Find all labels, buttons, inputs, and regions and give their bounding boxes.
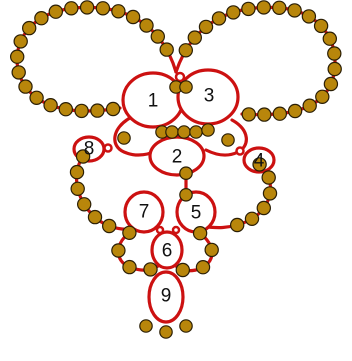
bead bbox=[257, 1, 270, 14]
bead bbox=[288, 4, 301, 17]
ring-1-label: 1 bbox=[148, 91, 159, 112]
bead bbox=[227, 6, 240, 19]
bead bbox=[19, 80, 32, 93]
bead bbox=[289, 104, 302, 117]
bead bbox=[205, 243, 218, 256]
bead bbox=[257, 201, 270, 214]
ring-3-label: 3 bbox=[204, 86, 215, 107]
bead bbox=[303, 99, 316, 112]
bead bbox=[324, 77, 337, 90]
bead bbox=[70, 166, 83, 179]
bead bbox=[44, 99, 57, 112]
bead bbox=[81, 1, 94, 14]
bead bbox=[11, 50, 24, 63]
bead bbox=[176, 263, 189, 276]
bead bbox=[179, 44, 192, 57]
bead bbox=[302, 10, 315, 23]
join-loop-mid-right bbox=[173, 227, 179, 233]
ring-2-label: 2 bbox=[172, 147, 183, 168]
bead bbox=[273, 107, 286, 120]
bead bbox=[118, 132, 130, 144]
bead bbox=[140, 19, 153, 32]
bead bbox=[180, 320, 192, 332]
bead bbox=[262, 171, 275, 184]
bead bbox=[180, 189, 192, 201]
bead bbox=[196, 261, 209, 274]
bead bbox=[123, 261, 136, 274]
bead bbox=[151, 30, 164, 43]
bead bbox=[65, 2, 78, 15]
bead bbox=[328, 62, 341, 75]
bead bbox=[160, 326, 172, 338]
bead bbox=[140, 320, 152, 332]
bead bbox=[75, 104, 88, 117]
bead bbox=[323, 32, 336, 45]
bead bbox=[71, 182, 84, 195]
bead bbox=[88, 211, 101, 224]
bead bbox=[12, 66, 25, 79]
bead bbox=[231, 218, 244, 231]
bead bbox=[35, 12, 48, 25]
join-loop-left bbox=[105, 145, 112, 152]
join-loop-top bbox=[176, 73, 184, 81]
bead bbox=[178, 126, 190, 138]
bead bbox=[328, 47, 341, 60]
bead bbox=[180, 167, 192, 179]
bead bbox=[166, 126, 178, 138]
bead bbox=[273, 1, 286, 14]
bead bbox=[316, 90, 329, 103]
bead bbox=[127, 10, 140, 23]
bead bbox=[202, 124, 214, 136]
bead bbox=[59, 103, 72, 116]
bead bbox=[160, 43, 173, 56]
ring-7-label: 7 bbox=[139, 202, 150, 223]
bead bbox=[49, 5, 62, 18]
bead bbox=[23, 22, 36, 35]
ring-4-label: 4 bbox=[254, 151, 265, 172]
ring-6-label: 6 bbox=[162, 241, 173, 262]
ring-5-label: 5 bbox=[191, 203, 202, 224]
bead bbox=[103, 219, 116, 232]
bead bbox=[144, 263, 157, 276]
ring-9-label: 9 bbox=[161, 286, 172, 307]
join-loop-right bbox=[237, 148, 244, 155]
bead bbox=[190, 126, 202, 138]
join-loop-mid-left bbox=[157, 227, 163, 233]
bead bbox=[258, 108, 271, 121]
bead bbox=[263, 187, 276, 200]
bead bbox=[222, 134, 234, 146]
bead bbox=[212, 12, 225, 25]
bead bbox=[78, 198, 91, 211]
bead bbox=[194, 227, 207, 240]
bead bbox=[242, 108, 255, 121]
bead bbox=[30, 91, 43, 104]
bead bbox=[107, 102, 120, 115]
bead bbox=[242, 2, 255, 15]
bead bbox=[91, 104, 104, 117]
bead bbox=[96, 2, 109, 15]
bead bbox=[112, 5, 125, 18]
bead bbox=[199, 20, 212, 33]
bead bbox=[14, 35, 27, 48]
bead bbox=[188, 31, 201, 44]
bead bbox=[180, 81, 192, 93]
bead bbox=[245, 212, 258, 225]
bead bbox=[123, 226, 136, 239]
bead bbox=[112, 244, 125, 257]
bead bbox=[315, 19, 328, 32]
ring-8-label: 8 bbox=[84, 139, 95, 160]
